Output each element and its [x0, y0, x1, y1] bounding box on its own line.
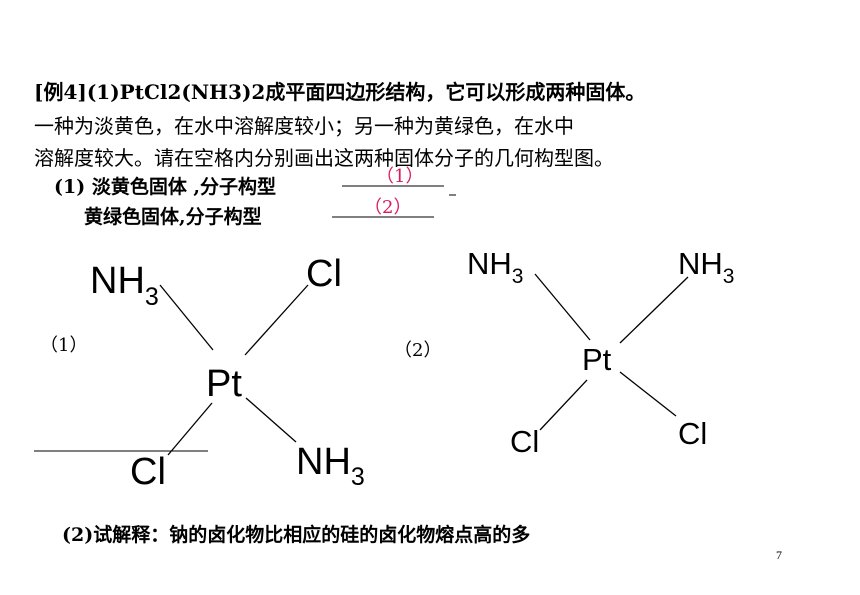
svg-text:NH3: NH3 — [467, 246, 523, 288]
right-nh3-left-sub: 3 — [512, 265, 524, 288]
blank-label-2: （2） — [364, 197, 412, 218]
left-bond-cl-top — [244, 284, 309, 356]
left-bond-nh3-top — [159, 284, 214, 351]
structure-label-2: （2） — [394, 340, 442, 361]
left-nh3-bottom: NH — [296, 441, 351, 483]
right-nh3-right-sub: 3 — [723, 265, 735, 288]
svg-text:NH3: NH3 — [678, 246, 734, 288]
question-line-2: 一种为淡黄色，在水中溶解度较小；另一种为黄绿色，在水中 — [34, 114, 574, 138]
right-bond-cl-left — [539, 379, 588, 431]
left-bond-cl-bottom — [167, 402, 213, 456]
left-nh3-top: NH — [90, 260, 145, 302]
right-bond-nh3-right — [619, 276, 689, 344]
left-cl-top: Cl — [306, 253, 342, 295]
right-nh3-left: NH — [467, 246, 512, 281]
left-bond-nh3-bottom — [245, 397, 297, 443]
right-pt-center: Pt — [582, 342, 612, 377]
structure-label-1: （1） — [40, 335, 88, 356]
left-cl-bottom: Cl — [130, 451, 166, 493]
right-bond-nh3-left — [534, 273, 591, 341]
svg-text:NH3: NH3 — [90, 260, 159, 311]
question-line-1: [例4](1)PtCl2(NH3)2成平面四边形结构，它可以形成两种固体。 — [34, 80, 646, 104]
left-nh3-top-sub: 3 — [145, 283, 159, 311]
sub-question-1: (1) 淡黄色固体 ,分子构型 — [54, 176, 277, 198]
svg-text:NH3: NH3 — [296, 441, 365, 491]
left-nh3-bottom-sub: 3 — [351, 463, 365, 491]
right-bond-cl-right — [619, 371, 677, 417]
question-line-3: 溶解度较大。请在空格内分别画出这两种固体分子的几何构型图。 — [34, 146, 614, 170]
sub-question-3: (2)试解释：钠的卤化物比相应的硅的卤化物熔点高的多 — [62, 524, 531, 546]
sub-question-2: 黄绿色固体,分子构型 — [84, 206, 262, 228]
right-cl-right: Cl — [678, 416, 707, 451]
left-pt-center: Pt — [206, 363, 242, 405]
right-nh3-right: NH — [678, 246, 723, 281]
page-number: 7 — [776, 548, 782, 562]
right-cl-left: Cl — [510, 424, 539, 459]
blank-label-1: （1） — [376, 166, 424, 187]
